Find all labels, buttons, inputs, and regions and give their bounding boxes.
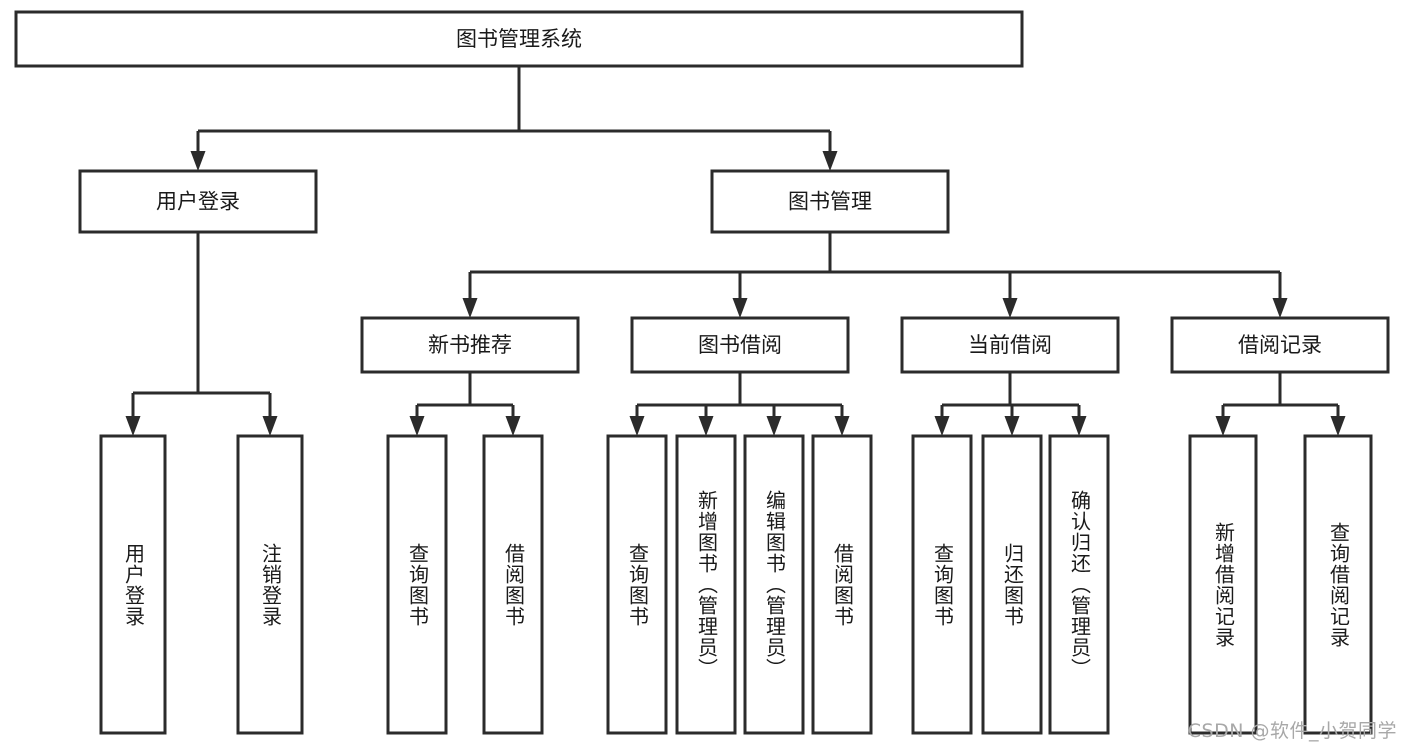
arrow-head-icon	[629, 416, 645, 436]
node-level2-0-用户登录-box[interactable]	[78, 169, 318, 234]
connector-books-to-level3-bus	[462, 232, 1288, 318]
leaf-node-5-box[interactable]	[675, 434, 737, 735]
connector-root-to-level2-bus	[190, 66, 838, 171]
node-level2-0-用户登录-label: 用户登录	[156, 190, 240, 214]
arrow-head-icon	[1071, 416, 1087, 436]
connector-borrow-to-leaves-bus	[629, 372, 850, 436]
leaf-node-8-box[interactable]	[911, 434, 973, 735]
node-level2-1-图书管理[interactable]: 图书管理	[710, 169, 950, 234]
leaf-node-11[interactable]	[1188, 434, 1258, 735]
arrow-head-icon	[822, 151, 838, 171]
leaf-node-10[interactable]	[1048, 434, 1110, 735]
leaf-node-12[interactable]	[1303, 434, 1373, 735]
node-level3-0-新书推荐[interactable]: 新书推荐	[360, 316, 580, 374]
arrow-head-icon	[934, 416, 950, 436]
leaf-node-5[interactable]	[675, 434, 737, 735]
arrow-head-icon	[190, 151, 206, 171]
arrow-head-icon	[698, 416, 714, 436]
watermark-text: CSDN @软件_小贺同学	[1187, 720, 1397, 742]
leaf-node-6[interactable]	[743, 434, 805, 735]
leaf-node-1[interactable]	[236, 434, 304, 735]
leaf-node-4[interactable]	[606, 434, 668, 735]
arrow-head-icon	[1002, 298, 1018, 318]
node-level3-0-新书推荐-box[interactable]	[360, 316, 580, 374]
arrow-head-icon	[1330, 416, 1346, 436]
leaf-node-10-box[interactable]	[1048, 434, 1110, 735]
connector-newbook-to-leaves-bus	[409, 372, 521, 436]
connector-current-to-leaves-bus	[934, 372, 1087, 436]
connector-record-to-leaves-bus	[1215, 372, 1346, 436]
node-root-图书管理系统-box[interactable]	[14, 10, 1024, 68]
node-level3-3-借阅记录-label: 借阅记录	[1238, 333, 1322, 357]
arrow-head-icon	[462, 298, 478, 318]
node-level2-1-图书管理-label: 图书管理	[788, 190, 872, 214]
arrow-head-icon	[505, 416, 521, 436]
leaf-node-2-box[interactable]	[386, 434, 448, 735]
leaf-node-4-box[interactable]	[606, 434, 668, 735]
leaf-node-1-box[interactable]	[236, 434, 304, 735]
leaf-node-2[interactable]	[386, 434, 448, 735]
leaf-node-0[interactable]	[99, 434, 167, 735]
node-level3-3-借阅记录-box[interactable]	[1170, 316, 1390, 374]
arrow-head-icon	[125, 416, 141, 436]
leaf-node-7-box[interactable]	[811, 434, 873, 735]
node-level2-0-用户登录[interactable]: 用户登录	[78, 169, 318, 234]
node-level3-2-当前借阅-box[interactable]	[900, 316, 1120, 374]
arrow-head-icon	[1215, 416, 1231, 436]
node-root-图书管理系统[interactable]: 图书管理系统	[14, 10, 1024, 68]
leaf-node-3-box[interactable]	[482, 434, 544, 735]
leaf-node-3[interactable]	[482, 434, 544, 735]
node-level3-1-图书借阅-label: 图书借阅	[698, 333, 782, 357]
leaf-node-9[interactable]	[981, 434, 1043, 735]
node-level3-2-当前借阅-label: 当前借阅	[968, 333, 1052, 357]
arrow-head-icon	[409, 416, 425, 436]
leaf-node-9-box[interactable]	[981, 434, 1043, 735]
arrow-head-icon	[834, 416, 850, 436]
arrow-head-icon	[1272, 298, 1288, 318]
leaf-node-7[interactable]	[811, 434, 873, 735]
arrow-head-icon	[1004, 416, 1020, 436]
arrow-head-icon	[766, 416, 782, 436]
node-level3-1-图书借阅[interactable]: 图书借阅	[630, 316, 850, 374]
leaf-node-0-box[interactable]	[99, 434, 167, 735]
leaf-node-11-box[interactable]	[1188, 434, 1258, 735]
leaf-node-12-box[interactable]	[1303, 434, 1373, 735]
leaf-node-8[interactable]	[911, 434, 973, 735]
node-level3-3-借阅记录[interactable]: 借阅记录	[1170, 316, 1390, 374]
node-level2-1-图书管理-box[interactable]	[710, 169, 950, 234]
arrow-head-icon	[732, 298, 748, 318]
connector-login-to-leaves-bus	[125, 232, 278, 436]
arrow-head-icon	[262, 416, 278, 436]
leaf-node-6-box[interactable]	[743, 434, 805, 735]
node-level3-0-新书推荐-label: 新书推荐	[428, 333, 512, 357]
node-level3-1-图书借阅-box[interactable]	[630, 316, 850, 374]
node-root-图书管理系统-label: 图书管理系统	[456, 27, 582, 51]
node-level3-2-当前借阅[interactable]: 当前借阅	[900, 316, 1120, 374]
